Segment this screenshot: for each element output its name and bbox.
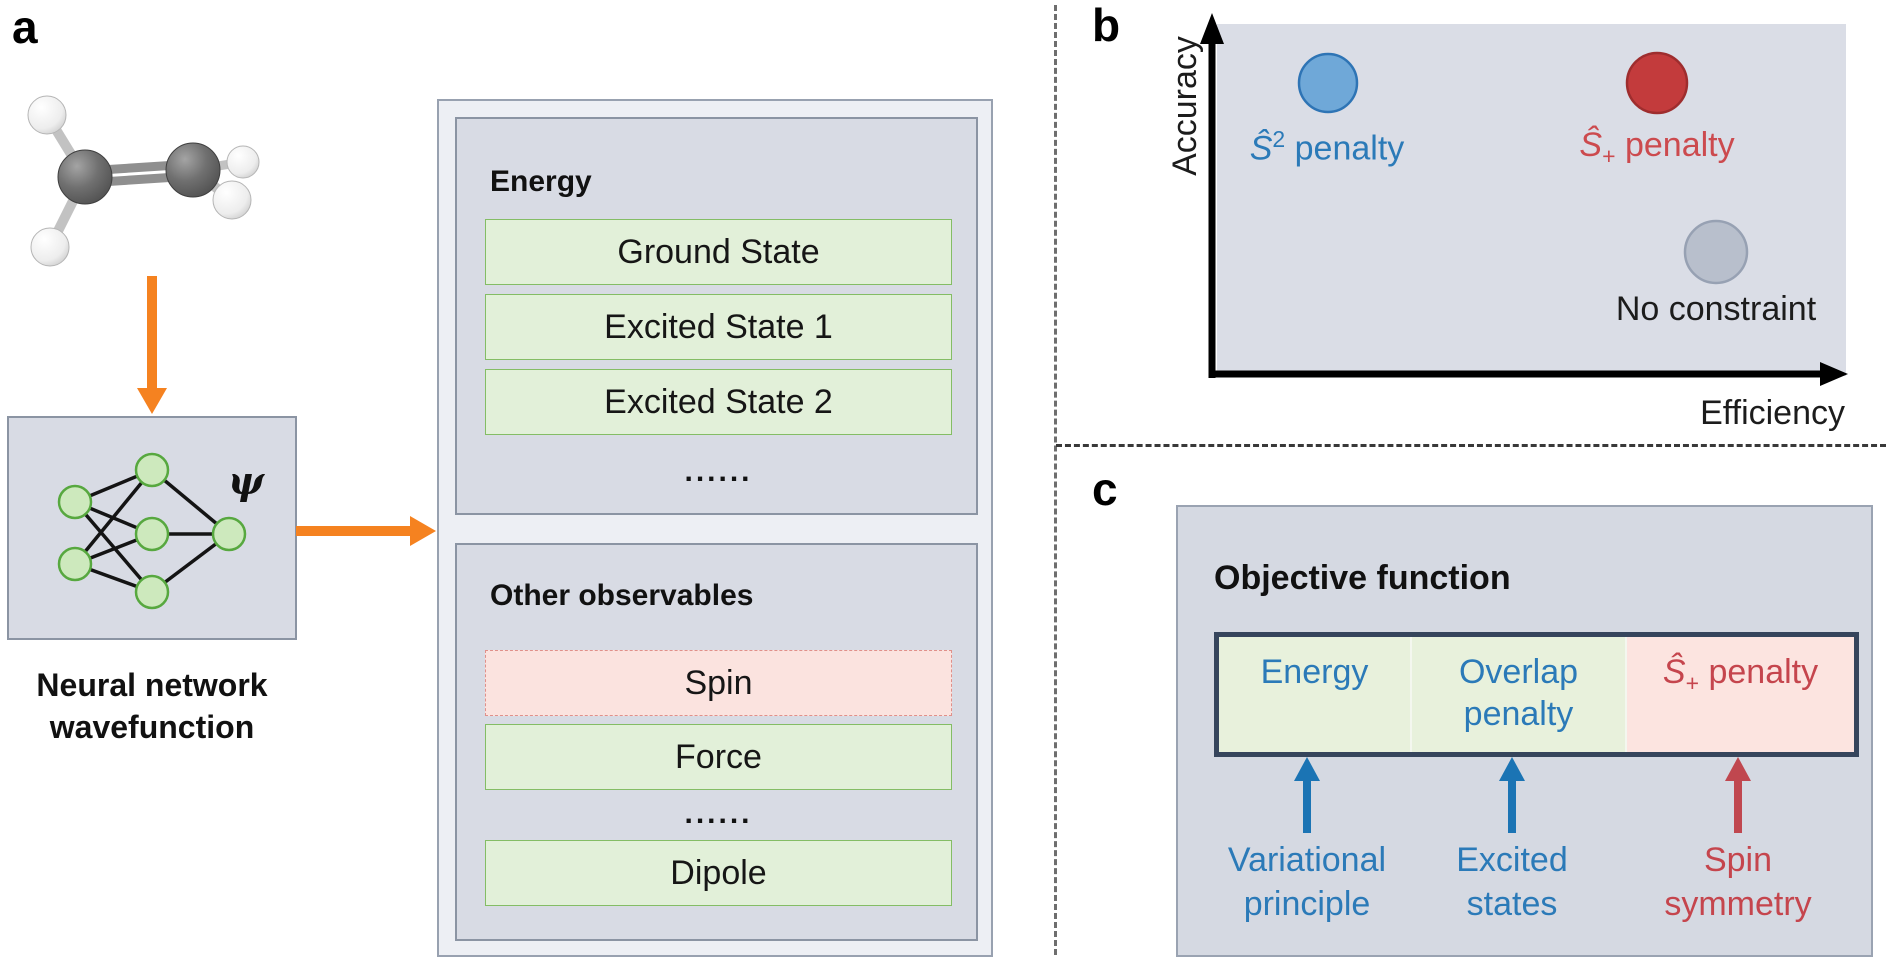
energy-row-excited-state-1: Excited State 1 — [485, 294, 952, 360]
plot-axes-and-points — [1200, 13, 1848, 386]
s-hat-symbol: Ŝ — [1249, 129, 1273, 168]
annotation-line1: Variational — [1227, 841, 1387, 879]
energy-cell-text: Energy — [1260, 653, 1369, 691]
vertical-dashed-divider — [1054, 5, 1057, 955]
y-axis-arrowhead — [1200, 13, 1224, 44]
panel-b-label: b — [1092, 0, 1121, 51]
hydrogen-atom — [30, 227, 70, 267]
splus-penalty-label: Ŝ+ penalty — [1547, 126, 1767, 170]
hydrogen-atom — [212, 180, 252, 220]
carbon-atom — [165, 142, 221, 198]
annotation-line2: symmetry — [1664, 885, 1812, 923]
s-hat-symbol: Ŝ — [1579, 126, 1603, 164]
s-hat-symbol: Ŝ — [1662, 653, 1686, 691]
observables-ellipsis: ...... — [684, 797, 753, 830]
variational-principle-annotation: Variational principle — [1187, 838, 1427, 926]
objective-function-box: Objective function Energy Overlap penalt… — [1176, 505, 1873, 957]
annotation-line1: Spin — [1703, 841, 1773, 879]
annotation-line2: states — [1466, 885, 1558, 923]
objective-cell-energy: Energy — [1219, 637, 1412, 752]
objective-bar: Energy Overlap penalty Ŝ+ penalty — [1214, 632, 1859, 757]
panel-a-label: a — [12, 1, 38, 53]
observables-row-force: Force — [485, 724, 952, 790]
no-constraint-dot — [1683, 219, 1749, 285]
penalty-text: penalty — [1285, 129, 1405, 168]
objective-function-title: Objective function — [1214, 559, 1511, 597]
neural-network-box: ψ — [7, 416, 297, 640]
s2-superscript: 2 — [1272, 126, 1286, 152]
overlap-text-line1: Overlap — [1458, 653, 1579, 691]
psi-symbol: ψ — [228, 458, 264, 503]
plus-subscript: + — [1685, 669, 1700, 696]
panel-c-label: c — [1092, 463, 1118, 515]
s2-penalty-dot — [1297, 52, 1359, 114]
plus-subscript: + — [1602, 142, 1616, 169]
objective-cell-overlap-penalty: Overlap penalty — [1412, 637, 1627, 752]
network-nodes — [57, 452, 247, 610]
observables-panel-title: Other observables — [490, 579, 754, 612]
ethylene-molecule-illustration — [27, 95, 260, 267]
nn-caption-line1: Neural network — [36, 667, 268, 703]
energy-row-ground-state: Ground State — [485, 219, 952, 285]
annotation-line2: principle — [1243, 885, 1371, 923]
penalty-text: penalty — [1615, 126, 1735, 164]
no-constraint-label: No constraint — [1615, 290, 1817, 328]
s2-penalty-label: Ŝ2 penalty — [1217, 126, 1437, 168]
observables-row-spin: Spin — [485, 650, 952, 716]
energy-row-excited-state-2: Excited State 2 — [485, 369, 952, 435]
y-axis-label: Accuracy — [1166, 36, 1204, 176]
penalty-text: penalty — [1699, 653, 1819, 691]
hydrogen-atom — [226, 145, 260, 179]
observables-panel: Other observables Spin Force ...... Dipo… — [455, 543, 978, 941]
spin-symmetry-annotation: Spin symmetry — [1618, 838, 1858, 926]
objective-cell-splus-penalty: Ŝ+ penalty — [1627, 637, 1854, 752]
observables-row-dipole: Dipole — [485, 840, 952, 906]
x-axis-arrowhead — [1820, 362, 1848, 386]
nn-caption: Neural network wavefunction — [2, 664, 302, 748]
annotation-line1: Excited — [1456, 841, 1568, 879]
horizontal-dashed-divider — [1056, 444, 1886, 447]
overlap-text-line2: penalty — [1463, 695, 1574, 733]
nn-caption-line2: wavefunction — [49, 709, 255, 745]
hydrogen-atom — [27, 95, 67, 135]
neural-network-graph — [57, 452, 247, 610]
energy-panel: Energy Ground State Excited State 1 Exci… — [455, 117, 978, 515]
carbon-atom — [57, 149, 113, 205]
energy-ellipsis: ...... — [684, 455, 753, 488]
energy-panel-title: Energy — [490, 165, 592, 198]
splus-penalty-dot — [1625, 51, 1689, 115]
excited-states-annotation: Excited states — [1392, 838, 1632, 926]
arrow-network-to-outputs — [296, 516, 436, 546]
arrow-molecule-to-network — [137, 276, 167, 414]
x-axis-label: Efficiency — [1700, 394, 1845, 432]
